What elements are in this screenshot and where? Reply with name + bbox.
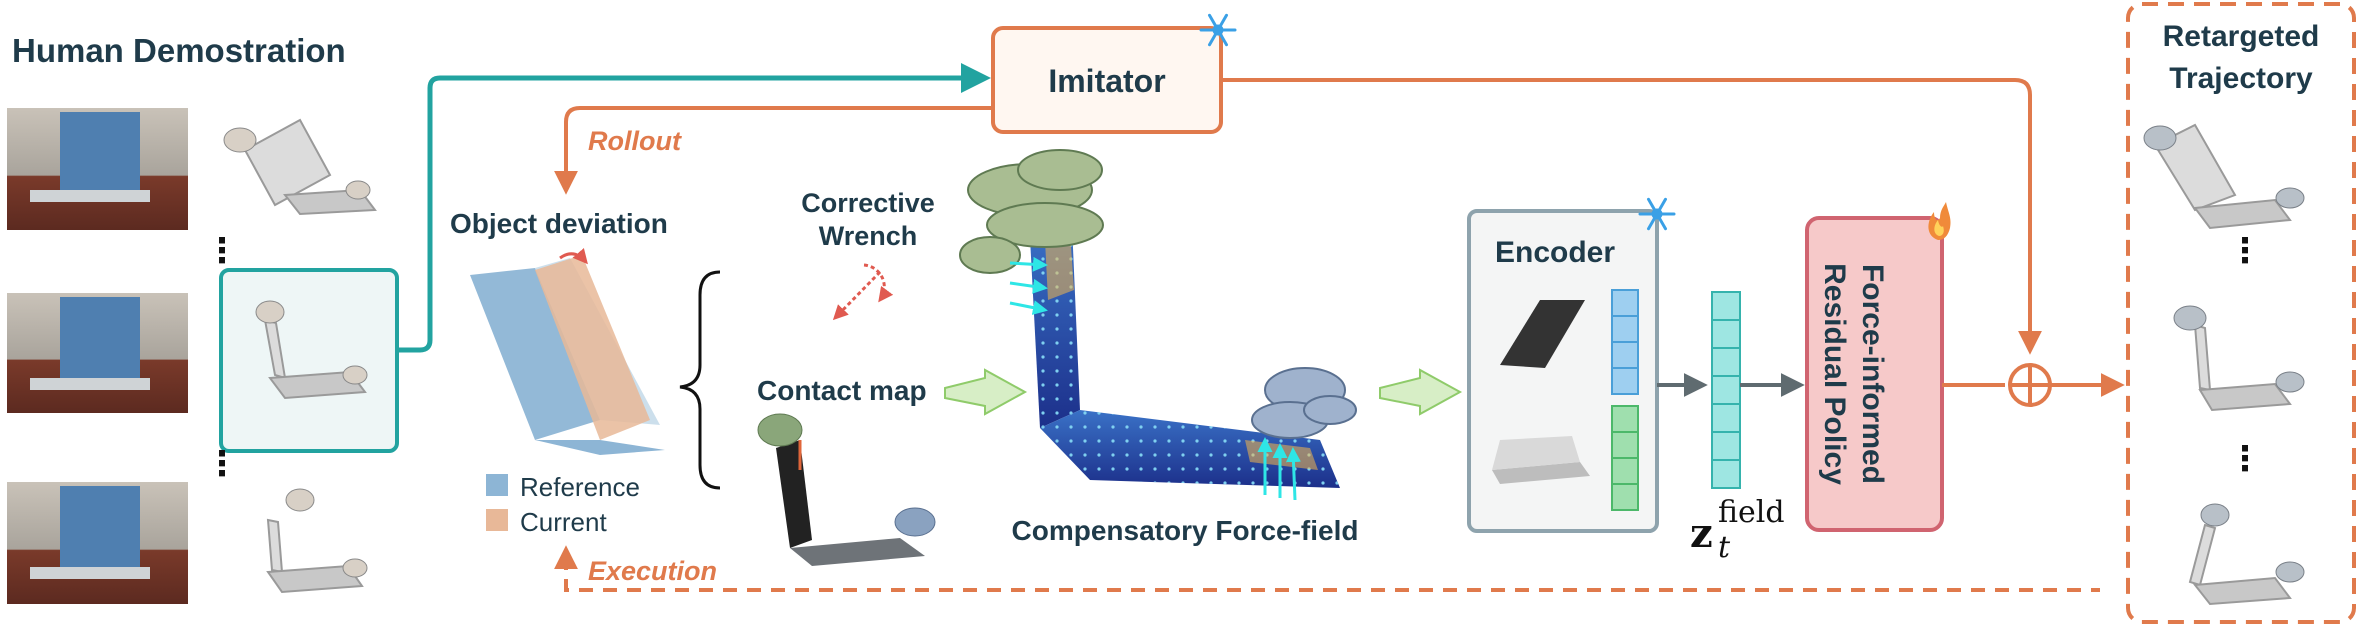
legend-current-swatch — [486, 509, 508, 531]
force-field-label: Compensatory Force-field — [1012, 515, 1359, 546]
legend-current-label: Current — [520, 507, 607, 537]
title: Human Demostration — [12, 32, 346, 69]
execution-dashed-line — [564, 555, 2100, 592]
contact-map-label: Contact map — [757, 375, 927, 406]
output-thumb-3 — [2188, 503, 2305, 606]
demo-to-imitator-arrow — [397, 63, 991, 353]
wrench-icon — [832, 263, 894, 321]
latent-z-subscript: t — [1718, 530, 1731, 565]
demo-video-frame-3 — [7, 482, 188, 604]
robot-hand-laptop-thumb-1 — [223, 118, 377, 216]
output-thumb-1 — [2143, 123, 2305, 230]
encoder-feature-green — [1611, 405, 1639, 511]
legend-reference-swatch — [486, 474, 508, 496]
encoder-field-thumbnail — [1500, 300, 1585, 368]
demo-video-frame-2 — [7, 293, 188, 413]
policy-line2: Residual Policy — [1818, 263, 1851, 485]
contact-to-field-arrow — [944, 368, 1028, 416]
legend-reference-label: Reference — [520, 472, 640, 502]
snowflake-icon — [1199, 13, 1237, 47]
flame-icon — [1928, 202, 1951, 240]
robot-hand-laptop-thumb-2 — [255, 300, 368, 400]
retargeted-line2: Trajectory — [2169, 62, 2313, 95]
rollout-arrow — [554, 106, 993, 195]
ellipsis-1: ⋮ — [205, 232, 239, 270]
latent-vector — [1711, 291, 1741, 489]
encoder-label: Encoder — [1495, 236, 1615, 269]
field-to-encoder-arrow — [1379, 368, 1463, 416]
latent-z-symbol: z — [1690, 510, 1713, 557]
policy-box — [1805, 216, 1944, 532]
ellipsis-2: ⋮ — [205, 445, 239, 483]
object-deviation-label: Object deviation — [450, 208, 668, 239]
robot-hand-laptop-thumb-3 — [266, 488, 368, 594]
retargeted-trajectory-box — [2126, 2, 2356, 624]
latent-z-superscript: field — [1718, 495, 1785, 530]
corrective-line2: Wrench — [819, 221, 918, 251]
curly-brace — [679, 270, 721, 490]
policy-line1: Force-informed — [1856, 264, 1889, 484]
object-deviation-figure — [470, 248, 665, 455]
demo-video-frame-1 — [7, 108, 188, 230]
execution-label: Execution — [588, 556, 717, 586]
snowflake-icon — [1638, 197, 1676, 231]
highlighted-frame — [219, 268, 399, 453]
corrective-line1: Corrective — [801, 188, 935, 218]
imitator-to-sum-arrow — [1221, 78, 2042, 355]
output-ellipsis-1: ⋮ — [2228, 232, 2262, 270]
contact-map-figure — [757, 413, 936, 566]
encoder-feature-blue — [1611, 289, 1639, 395]
force-field-figure — [959, 149, 1357, 501]
rollout-label: Rollout — [588, 126, 682, 156]
output-ellipsis-2: ⋮ — [2228, 440, 2262, 478]
output-thumb-2 — [2173, 305, 2305, 412]
encoder-laptop-thumbnail — [1492, 462, 1590, 484]
retargeted-line1: Retargeted — [2163, 20, 2320, 53]
sum-icon — [2008, 363, 2052, 407]
imitator-label: Imitator — [1048, 63, 1165, 99]
